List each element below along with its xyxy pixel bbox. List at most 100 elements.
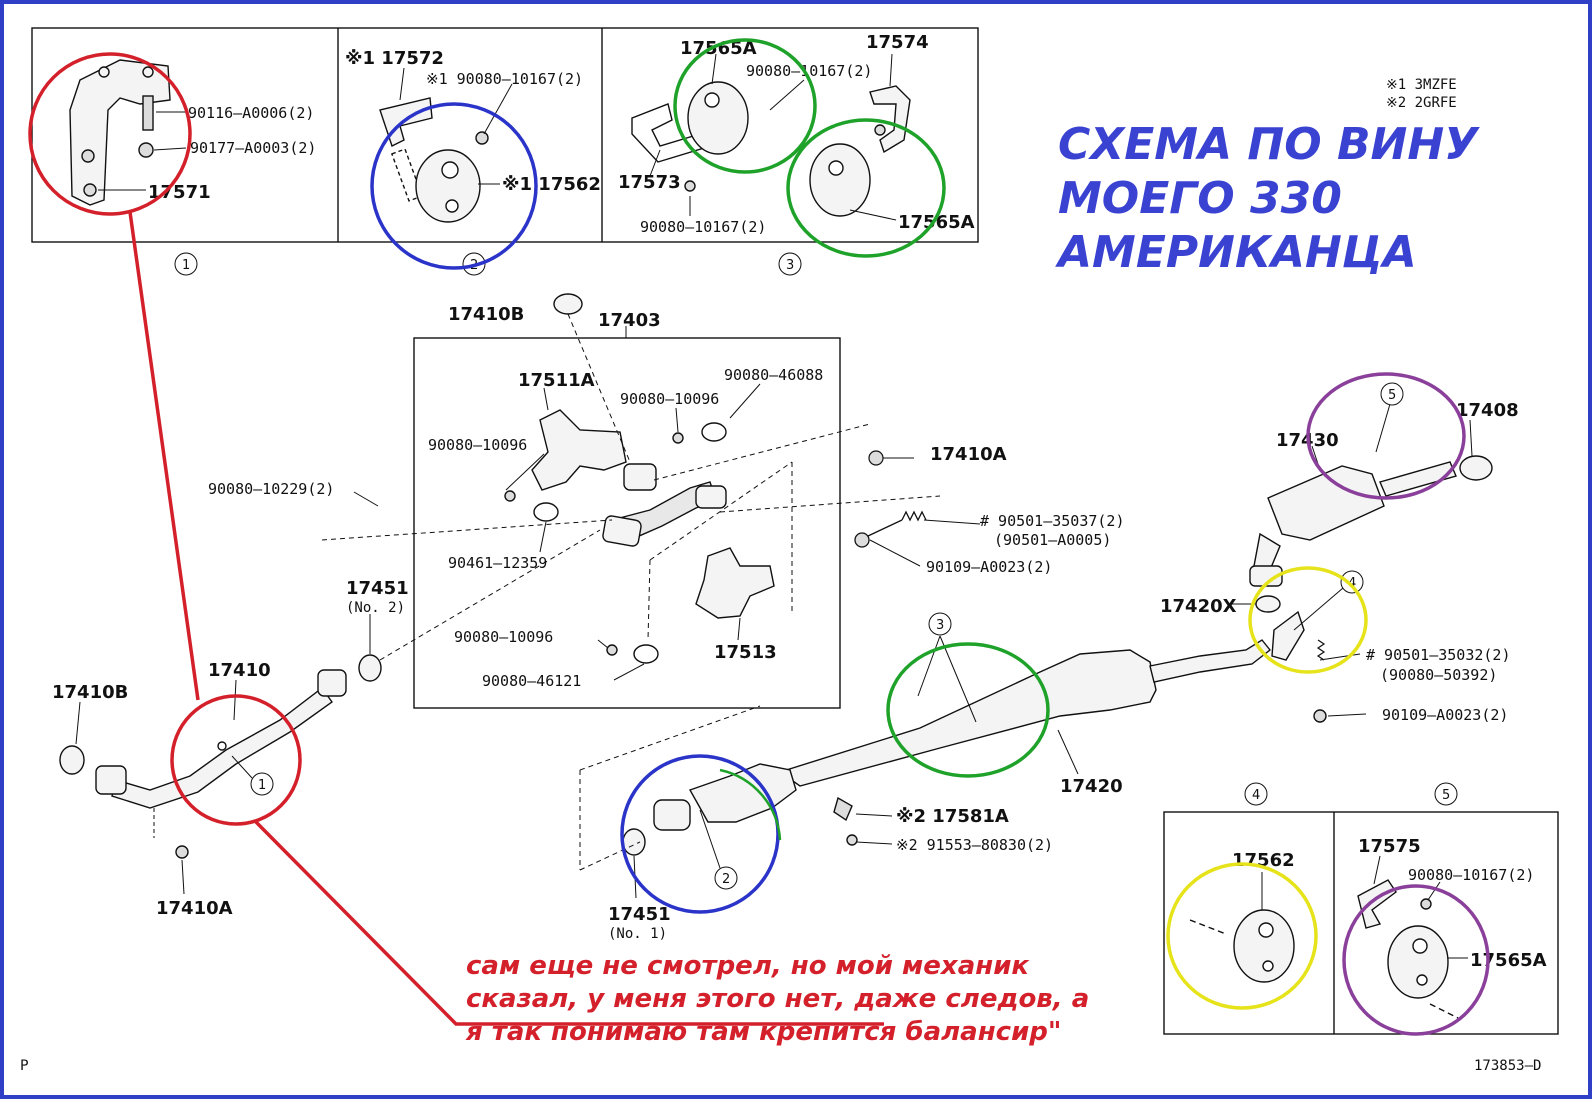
label-17410b-top: 17410B bbox=[448, 304, 524, 325]
inset-number-1: 1 bbox=[182, 258, 190, 273]
label-17565a-inset5: 17565A bbox=[1470, 950, 1547, 971]
label-90080-46121: 90080–46121 bbox=[482, 672, 581, 690]
label-17565a-inset3-top: 17565A bbox=[680, 38, 757, 59]
label-no1: (No. 1) bbox=[608, 926, 667, 942]
label-17451-no1: 17451 bbox=[608, 904, 671, 925]
ref-marker-5-number: 5 bbox=[1388, 388, 1396, 403]
label-90109-a0023-b: 90109–A0023(2) bbox=[1382, 706, 1508, 724]
label-17420: 17420 bbox=[1060, 776, 1123, 797]
top-inset-frame bbox=[31, 27, 979, 243]
label-91553-80830: ※2 91553–80830(2) bbox=[896, 836, 1053, 854]
inset3-leaders bbox=[649, 53, 897, 221]
center-pipe-dashed-guides bbox=[579, 705, 761, 871]
label-90501-35032: # 90501–35032(2) bbox=[1366, 646, 1511, 664]
engine-notes: ※1 3MZFE ※2 2GRFE bbox=[1386, 76, 1457, 112]
label-17573: 17573 bbox=[618, 172, 681, 193]
engine-note-1: ※1 3MZFE bbox=[1386, 77, 1457, 93]
label-90501-35037: # 90501–35037(2) bbox=[980, 512, 1125, 530]
mechanic-comment-line-3: я так понимаю там крепится балансир" bbox=[466, 1017, 1062, 1047]
label-90461-12359: 90461–12359 bbox=[448, 554, 547, 572]
ref-marker-2 bbox=[714, 866, 738, 890]
hanger-17562-drawing bbox=[379, 97, 489, 223]
inset-number-4-marker bbox=[1244, 782, 1268, 806]
mechanic-comment-line-2: сказал, у меня этого нет, даже следов, а bbox=[466, 984, 1090, 1014]
bottom-inset-frame bbox=[1163, 811, 1559, 1035]
ref-marker-4 bbox=[1340, 570, 1364, 594]
mechanic-comment-line-1: сам еще не смотрел, но мой механик bbox=[466, 951, 1030, 981]
label-90116-a0006: 90116–A0006(2) bbox=[188, 104, 314, 122]
green-annotation-circle-muffler bbox=[886, 642, 1050, 778]
schema-title: СХЕМА ПО ВИНУ МОЕГО 330 АМЕРИКАНЦА bbox=[1058, 118, 1478, 280]
ref-marker-1-number: 1 bbox=[258, 778, 266, 793]
front-pipe-leaders bbox=[75, 614, 371, 895]
label-17410b-left: 17410B bbox=[52, 682, 128, 703]
inset-number-5: 5 bbox=[1442, 788, 1450, 803]
label-17451-no2: 17451 bbox=[346, 578, 409, 599]
annotation-circles bbox=[28, 38, 1490, 1036]
label-17572: ※1 17572 bbox=[345, 48, 444, 69]
red-connector-top bbox=[128, 211, 200, 701]
red-connector-caption bbox=[254, 820, 884, 1026]
hanger-17562-inset4-drawing bbox=[1189, 909, 1295, 983]
ref-marker-3-number: 3 bbox=[936, 618, 944, 633]
hanger-17565a-inset5-drawing bbox=[1357, 879, 1459, 1019]
green-annotation-arc-flange bbox=[719, 768, 782, 841]
rear-muffler-leaders bbox=[1230, 403, 1473, 717]
manifold-leaders bbox=[353, 326, 981, 681]
label-17410a-left: 17410A bbox=[156, 898, 233, 919]
spring-bolt-drawing bbox=[854, 510, 927, 548]
inset2-leaders bbox=[399, 67, 513, 185]
ref-marker-3 bbox=[928, 612, 952, 636]
label-90080-10167-inset3-bottom: 90080–10167(2) bbox=[640, 218, 766, 236]
label-17571: 17571 bbox=[148, 182, 211, 203]
diagram-code: 173853–D bbox=[1474, 1058, 1542, 1074]
label-90177-a0003: 90177–A0003(2) bbox=[190, 139, 316, 157]
ref-marker-2-number: 2 bbox=[722, 872, 730, 887]
blue-annotation-circle-flange bbox=[620, 754, 780, 914]
label-90080-10229: 90080–10229(2) bbox=[208, 480, 334, 498]
label-17562-inset2: ※1 17562 bbox=[502, 174, 601, 195]
label-90080-46088: 90080–46088 bbox=[724, 366, 823, 384]
ref-marker-1 bbox=[250, 772, 274, 796]
hanger-17565a-inset3-drawing bbox=[631, 81, 911, 217]
manifold-drawing bbox=[504, 409, 775, 664]
front-pipe-17410-drawing bbox=[59, 654, 382, 859]
label-90080-10096-a: 90080–10096 bbox=[620, 390, 719, 408]
label-17511a: 17511A bbox=[518, 370, 595, 391]
label-17581a: ※2 17581A bbox=[896, 806, 1009, 827]
mechanic-comment: сам еще не смотрел, но мой механик сказа… bbox=[466, 950, 1089, 1049]
label-90501-a0005: (90501–A0005) bbox=[994, 531, 1111, 549]
manifold-detail-box bbox=[413, 337, 841, 709]
label-90080-10167-inset2: ※1 90080–10167(2) bbox=[426, 70, 583, 88]
rear-muffler-17430-drawing bbox=[1249, 455, 1493, 723]
green-annotation-circle-inset3-a bbox=[673, 38, 817, 174]
inset1-leaders bbox=[98, 111, 187, 191]
green-annotation-circle-inset3-b bbox=[786, 118, 946, 258]
label-17575: 17575 bbox=[1358, 836, 1421, 857]
label-90080-10096-c: 90080–10096 bbox=[454, 628, 553, 646]
ref-marker-4-number: 4 bbox=[1348, 576, 1356, 591]
schema-title-line-1: СХЕМА ПО ВИНУ bbox=[1058, 119, 1479, 170]
purple-annotation-circle-inset5 bbox=[1342, 884, 1490, 1036]
inset-number-markers-top bbox=[174, 252, 802, 276]
label-17574: 17574 bbox=[866, 32, 929, 53]
label-17410: 17410 bbox=[208, 660, 271, 681]
inset-number-5-marker bbox=[1434, 782, 1458, 806]
label-17408: 17408 bbox=[1456, 400, 1519, 421]
label-90109-a0023-a: 90109–A0023(2) bbox=[926, 558, 1052, 576]
red-connector-lines bbox=[128, 211, 884, 1026]
manifold-dashed-guides bbox=[321, 313, 941, 661]
label-17403: 17403 bbox=[598, 310, 661, 331]
inset5-leaders bbox=[1373, 855, 1468, 959]
gasket-17410b-top bbox=[553, 293, 583, 315]
label-90080-10167-inset3-top: 90080–10167(2) bbox=[746, 62, 872, 80]
yellow-annotation-circle-hanger bbox=[1248, 566, 1368, 674]
label-17513: 17513 bbox=[714, 642, 777, 663]
label-90080-10096-b: 90080–10096 bbox=[428, 436, 527, 454]
label-90080-50392: (90080–50392) bbox=[1380, 666, 1497, 684]
bracket-17571-drawing bbox=[69, 59, 171, 206]
purple-annotation-circle-tail bbox=[1306, 372, 1466, 500]
schema-title-line-2: МОЕГО 330 bbox=[1058, 173, 1342, 224]
